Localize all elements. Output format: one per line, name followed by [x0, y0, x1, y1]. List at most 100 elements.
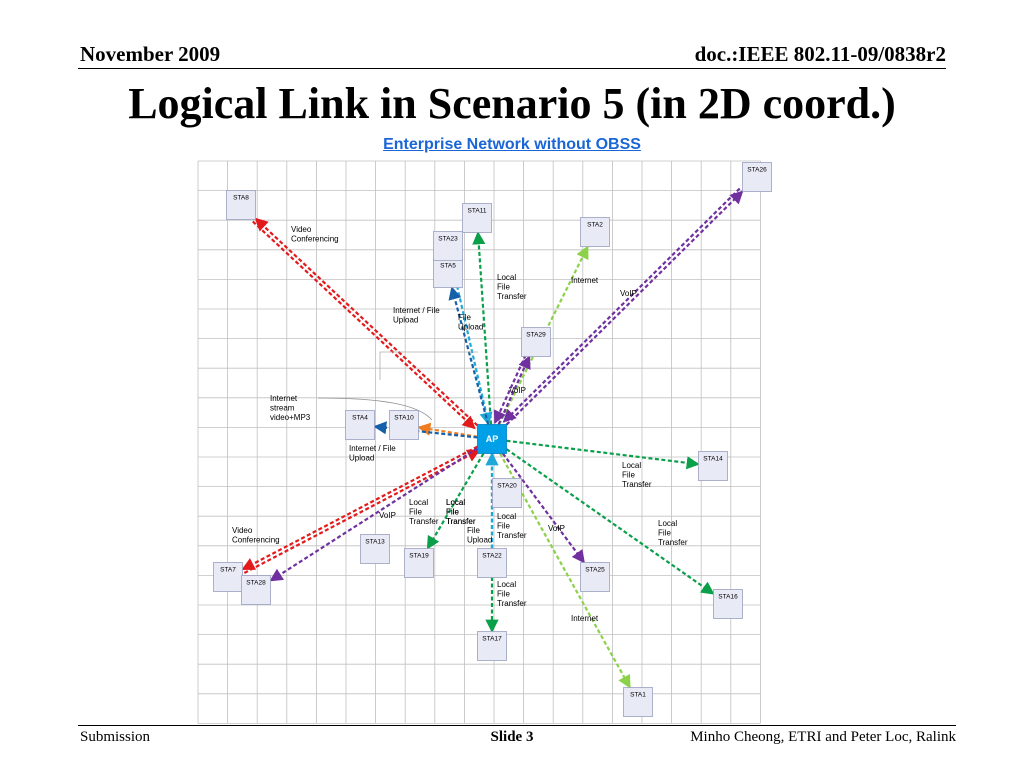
- link-label: Internet: [571, 276, 599, 285]
- footer-divider: [78, 725, 956, 726]
- node-sta13: STA13: [360, 534, 390, 564]
- node-sta25: STA25: [580, 562, 610, 592]
- node-sta5: STA5: [433, 258, 463, 288]
- node-box: [521, 327, 551, 357]
- node-box: [713, 589, 743, 619]
- grid: [197, 160, 761, 724]
- node-box: [623, 687, 653, 717]
- node-label: STA5: [440, 263, 456, 270]
- node-sta4: STA4: [345, 410, 375, 440]
- link-ap-to-sta14: [506, 439, 700, 470]
- node-label: STA19: [409, 553, 429, 560]
- node-sta10: STA10: [389, 410, 419, 440]
- node-label: STA7: [220, 567, 236, 574]
- link-sta26-to-ap: [502, 187, 741, 423]
- node-label: STA11: [468, 208, 487, 215]
- node-sta29: STA29: [521, 327, 551, 357]
- node-sta28: STA28: [241, 575, 271, 605]
- node-box: [462, 203, 492, 233]
- node-sta22: STA22: [477, 548, 507, 578]
- node-sta7: STA7: [213, 562, 243, 592]
- node-label: STA1: [630, 692, 646, 699]
- node-label: AP: [486, 434, 499, 444]
- stream-callout-line: [317, 397, 433, 421]
- node-box: [742, 162, 772, 192]
- node-label: STA23: [438, 236, 458, 243]
- node-label: STA2: [587, 222, 603, 229]
- node-box: [241, 575, 271, 605]
- link-ap-to-sta1: [499, 452, 631, 689]
- node-label: STA16: [718, 594, 738, 601]
- links: [241, 187, 744, 689]
- node-box: [477, 631, 507, 661]
- node-label: STA25: [585, 567, 605, 574]
- node-sta16: STA16: [713, 589, 743, 619]
- node-box: [477, 548, 507, 578]
- node-label: STA17: [482, 636, 502, 643]
- link-ap-to-sta29: [497, 355, 531, 425]
- diagram-subtitle: Enterprise Network without OBSS: [383, 136, 641, 153]
- node-label: STA8: [233, 195, 249, 202]
- link-ap-to-sta25: [501, 452, 586, 564]
- node-label: STA28: [246, 580, 266, 587]
- link-ap-to-sta5: [448, 286, 490, 425]
- node-sta14: STA14: [698, 451, 728, 481]
- node-box: [404, 548, 434, 578]
- node-box: [433, 231, 463, 261]
- link-ap-to-sta10: [417, 422, 478, 438]
- node-sta11: STA11: [462, 203, 492, 233]
- link-sta29-to-ap: [493, 354, 527, 425]
- node-ap: AP: [477, 424, 507, 454]
- link-label: VoIP: [379, 511, 396, 520]
- node-label: STA26: [747, 167, 767, 174]
- slide-title: Logical Link in Scenario 5 (in 2D coord.…: [128, 79, 896, 128]
- node-sta2: STA2: [580, 217, 610, 247]
- node-box: [580, 217, 610, 247]
- node-label: STA22: [482, 553, 502, 560]
- link-label: Internet: [571, 614, 599, 623]
- node-label: STA14: [703, 456, 723, 463]
- node-sta8: STA8: [226, 190, 256, 220]
- footer-submission: Submission: [80, 729, 151, 745]
- node-label: STA29: [526, 332, 546, 339]
- link-label: VoIP: [620, 289, 637, 298]
- footer-slide-number: Slide 3: [490, 729, 534, 745]
- link-ap-to-sta19: [426, 452, 485, 550]
- link-ap-to-sta7: [241, 445, 479, 571]
- node-box: [360, 534, 390, 564]
- node-label: STA4: [352, 415, 368, 422]
- link-ap-to-sta26: [505, 190, 744, 426]
- node-sta1: STA1: [623, 687, 653, 717]
- node-box: [345, 410, 375, 440]
- link-ap-to-sta16: [505, 448, 715, 595]
- footer-authors: Minho Cheong, ETRI and Peter Loc, Ralink: [690, 729, 956, 745]
- link-sta7-to-ap: [243, 449, 481, 574]
- node-box: [226, 190, 256, 220]
- link-ap-to-sta8: [254, 217, 479, 427]
- node-box: [580, 562, 610, 592]
- node-label: STA13: [365, 539, 385, 546]
- link-sta8-to-ap: [252, 220, 476, 430]
- link-ap-to-sta28: [269, 447, 479, 582]
- node-label: STA20: [497, 483, 517, 490]
- node-sta20: STA20: [492, 478, 522, 508]
- link-label: VoIP: [509, 386, 526, 395]
- upload-callout-line: [379, 351, 478, 380]
- node-sta23: STA23: [433, 231, 463, 261]
